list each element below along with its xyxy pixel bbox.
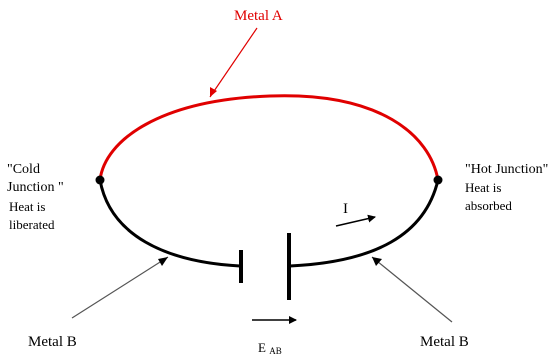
cold-heat-label-1: Heat is xyxy=(9,199,45,214)
cold-junction-label-2: Junction " xyxy=(7,180,64,195)
metal-b-left-pointer-head xyxy=(158,257,168,266)
hot-heat-label-2: absorbed xyxy=(465,198,512,213)
metal-b-left-pointer xyxy=(71,256,169,319)
metal-b-wire-left xyxy=(98,179,241,268)
current-label: I xyxy=(343,201,348,217)
metal-b-wire-right xyxy=(289,179,440,268)
hot-junction-dot xyxy=(433,175,443,185)
cold-junction-dot xyxy=(95,175,105,185)
cold-junction-label-1: "Cold xyxy=(7,162,40,177)
emf-label: E AB xyxy=(258,340,282,356)
metal-a-wire xyxy=(98,94,440,181)
metal-b-right-pointer-head xyxy=(372,257,382,266)
cold-heat-label-2: liberated xyxy=(9,217,55,232)
metal-a-pointer xyxy=(209,27,258,98)
metal-b-left-label: Metal B xyxy=(28,334,77,350)
emf-label-sub: AB xyxy=(269,346,282,356)
emf-label-main: E xyxy=(258,340,266,355)
metal-a-pointer-head xyxy=(210,87,217,97)
metal-a-label: Metal A xyxy=(234,8,283,24)
hot-junction-label: "Hot Junction" xyxy=(465,162,548,177)
metal-b-right-label: Metal B xyxy=(420,334,469,350)
hot-heat-label-1: Heat is xyxy=(465,180,501,195)
current-arrow xyxy=(335,214,376,227)
metal-b-right-pointer xyxy=(371,256,453,323)
